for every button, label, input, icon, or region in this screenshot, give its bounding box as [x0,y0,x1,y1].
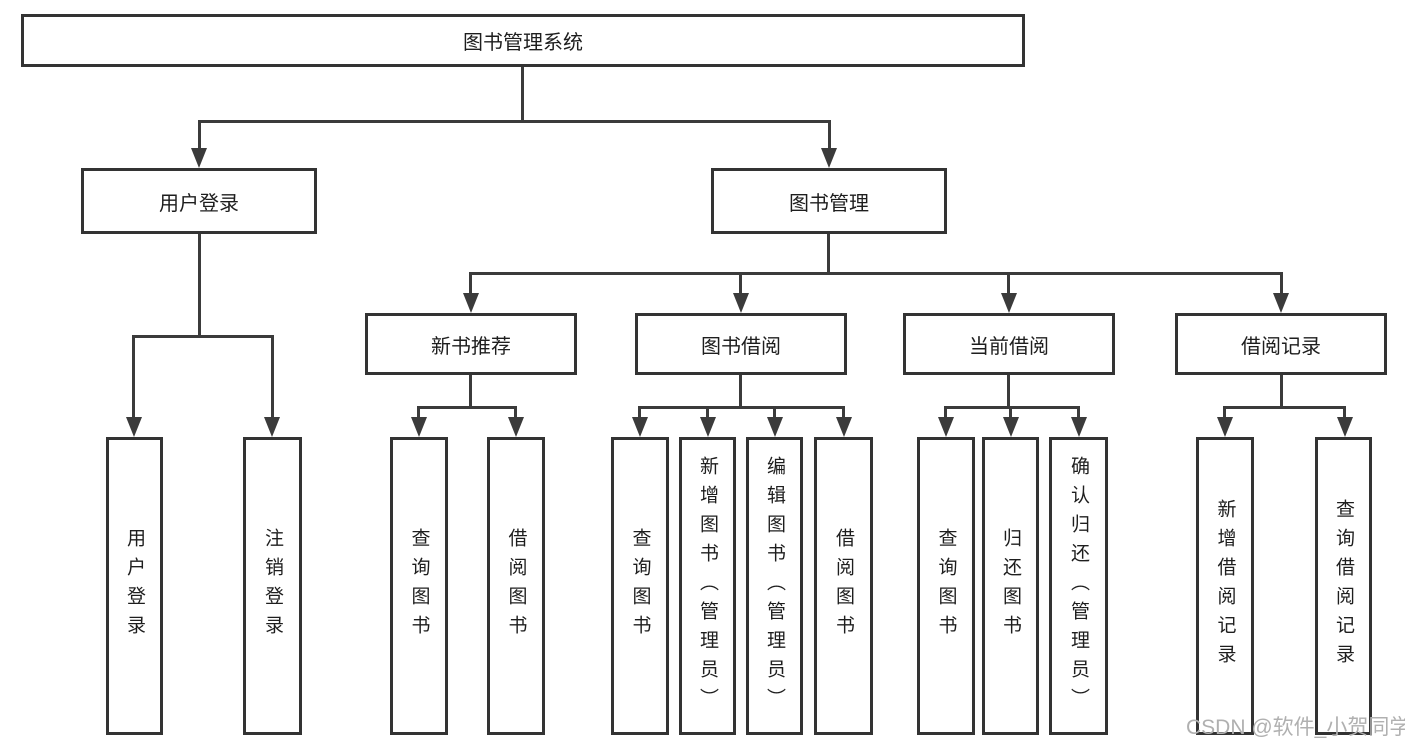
connector-drop-book-borrow [739,272,742,294]
node-borrowing-records: 借阅记录 [1175,313,1387,375]
csdn-watermark: CSDN @软件_小贺同学 [1186,716,1405,739]
leaf-query-borrow-record: 查询借阅记录 [1315,437,1372,735]
node-root-label: 图书管理系统 [463,32,583,54]
leaf-return-books: 归还图书 [982,437,1039,735]
leaf-recommend-borrow-books-label: 借阅图书 [505,528,527,644]
arrow-down-icon [1273,293,1289,313]
arrow-down-icon [1001,293,1017,313]
leaf-query-borrow-record-label: 查询借阅记录 [1333,499,1354,673]
connector-recommend-stem [469,375,472,406]
leaf-borrowing-query-books-label: 查询图书 [629,528,651,644]
connector-drop-book-mgmt [828,120,831,150]
connector-root-stem [521,67,524,120]
connector-drop [1223,406,1226,418]
leaf-current-query-books-label: 查询图书 [935,528,957,644]
connector-drop-borrow-records [1280,272,1283,294]
arrow-down-icon [126,417,142,437]
connector-borrowing-bus [638,406,845,409]
leaf-borrowing-borrow-books-label: 借阅图书 [833,528,854,644]
arrow-down-icon [632,417,648,437]
connector-records-bus [1223,406,1346,409]
leaf-borrowing-query-books: 查询图书 [611,437,669,735]
node-user-login-label: 用户登录 [159,192,239,215]
leaf-return-books-label: 归还图书 [1000,528,1021,644]
leaf-add-books-admin-label: 新增图书（管理员） [697,455,718,717]
connector-drop-user-login [198,120,201,150]
leaf-logout-label: 注销登录 [262,528,283,644]
arrow-down-icon [767,417,783,437]
node-root: 图书管理系统 [21,14,1025,67]
arrow-down-icon [733,293,749,313]
node-book-borrowing: 图书借阅 [635,313,847,375]
arrow-down-icon [836,417,852,437]
connector-drop [638,406,641,418]
arrow-down-icon [1071,417,1087,437]
arrow-down-icon [1003,417,1019,437]
arrow-down-icon [938,417,954,437]
leaf-recommend-borrow-books: 借阅图书 [487,437,545,735]
node-borrowing-records-label: 借阅记录 [1241,335,1321,358]
connector-drop [706,406,709,418]
leaf-current-query-books: 查询图书 [917,437,975,735]
arrow-down-icon [1337,417,1353,437]
connector-drop [773,406,776,418]
node-current-borrowing: 当前借阅 [903,313,1115,375]
connector-drop [1343,406,1346,418]
node-book-management-label: 图书管理 [789,192,869,215]
connector-root-bus [198,120,831,123]
arrow-down-icon [821,148,837,168]
connector-drop [514,406,517,418]
leaf-user-login-label: 用户登录 [124,528,145,644]
arrow-down-icon [508,417,524,437]
arrow-down-icon [1217,417,1233,437]
connector-drop [944,406,947,418]
leaf-edit-books-admin-label: 编辑图书（管理员） [764,455,785,717]
arrow-down-icon [264,417,280,437]
node-user-login: 用户登录 [81,168,317,234]
connector-drop-logout-leaf [271,335,274,417]
connector-book-mgmt-bus [469,272,1283,275]
leaf-add-borrow-record-label: 新增借阅记录 [1214,499,1236,673]
node-new-book-recommend-label: 新书推荐 [431,335,511,358]
connector-drop-login-leaf [132,335,135,417]
connector-borrowing-stem [739,375,742,406]
leaf-add-books-admin: 新增图书（管理员） [679,437,736,735]
connector-records-stem [1280,375,1283,406]
leaf-add-borrow-record: 新增借阅记录 [1196,437,1254,735]
connector-drop [1077,406,1080,418]
connector-user-login-stem [198,234,201,335]
node-book-borrowing-label: 图书借阅 [701,335,781,358]
leaf-edit-books-admin: 编辑图书（管理员） [746,437,803,735]
leaf-confirm-return-admin: 确认归还（管理员） [1049,437,1108,735]
connector-user-login-bus [132,335,274,338]
leaf-recommend-query-books: 查询图书 [390,437,448,735]
connector-book-mgmt-stem [827,234,830,272]
leaf-recommend-query-books-label: 查询图书 [408,528,430,644]
node-book-management: 图书管理 [711,168,947,234]
arrow-down-icon [463,293,479,313]
connector-drop-current-borrow [1007,272,1010,294]
arrow-down-icon [191,148,207,168]
arrow-down-icon [700,417,716,437]
connector-drop [417,406,420,418]
node-current-borrowing-label: 当前借阅 [969,335,1049,358]
leaf-borrowing-borrow-books: 借阅图书 [814,437,873,735]
connector-current-bus [944,406,1080,409]
arrow-down-icon [411,417,427,437]
connector-recommend-bus [417,406,517,409]
node-new-book-recommend: 新书推荐 [365,313,577,375]
connector-drop-new-books [469,272,472,294]
connector-drop [842,406,845,418]
leaf-user-login: 用户登录 [106,437,163,735]
connector-drop [1009,406,1012,418]
connector-current-stem [1007,375,1010,406]
leaf-confirm-return-admin-label: 确认归还（管理员） [1068,455,1089,717]
leaf-logout: 注销登录 [243,437,302,735]
